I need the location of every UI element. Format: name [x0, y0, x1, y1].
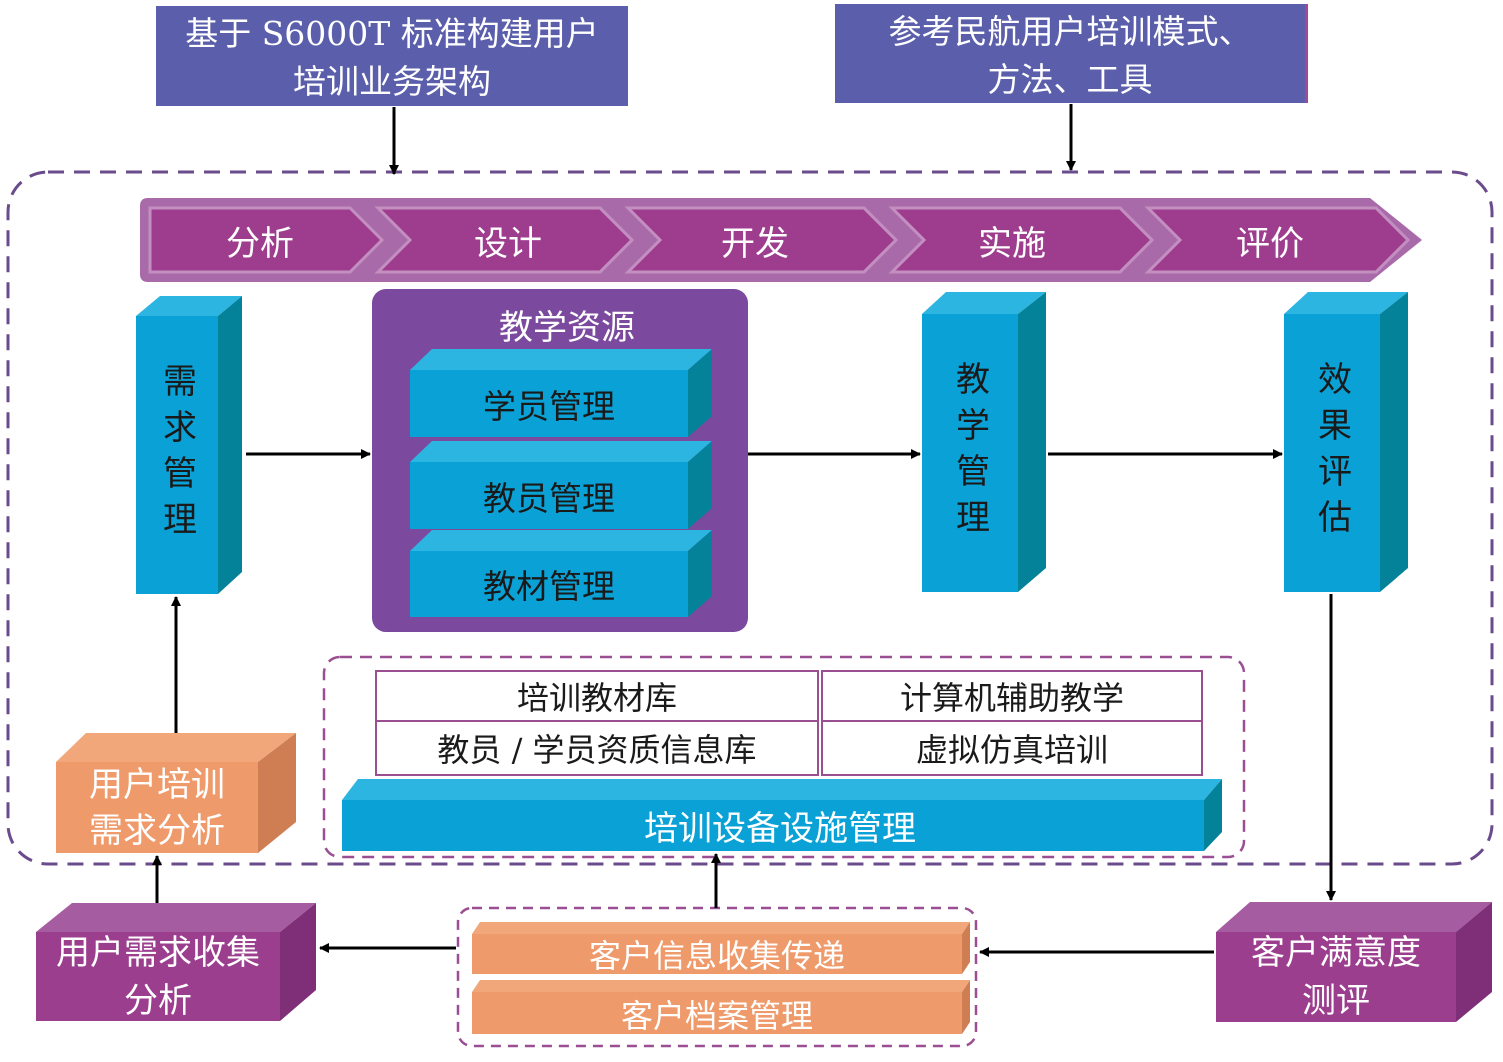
resource-block-2 [410, 441, 712, 529]
collection-line1: 用户需求收集 [56, 932, 260, 973]
resources-title: 教学资源 [499, 307, 635, 348]
teaching-management-label: 教学管理 [949, 361, 990, 545]
customer-archive-bar [472, 980, 970, 1034]
cell-training-materials-library: 培训教材库 [375, 670, 819, 722]
stage-chevron-1 [148, 206, 385, 274]
input-right-line2: 方法、工具 [987, 60, 1153, 99]
evaluation-column [1284, 292, 1408, 592]
cell-computer-aided-instruction: 计算机辅助教学 [821, 670, 1203, 722]
collection-box [36, 903, 316, 1021]
training-needs-box [56, 733, 296, 853]
stage-design: 设计 [474, 223, 542, 264]
collection-label: 用户需求收集 分析 [36, 930, 280, 1023]
input-right-line1: 参考民航用户培训模式、 [888, 12, 1252, 51]
satisfaction-box [1216, 902, 1492, 1022]
input-box-civil-aviation: 参考民航用户培训模式、 方法、工具 [835, 4, 1308, 103]
cell-virtual-simulation-training: 虚拟仿真培训 [821, 720, 1203, 776]
stage-evaluation: 评价 [1236, 223, 1304, 264]
input-box-s6000t: 基于 S6000T 标准构建用户 培训业务架构 [156, 6, 628, 106]
stage-implementation: 实施 [978, 223, 1046, 264]
cell-qualification-database: 教员 / 学员资质信息库 [375, 720, 819, 776]
resource-instructor-management: 教员管理 [483, 478, 615, 518]
training-needs-line1: 用户培训 [89, 764, 225, 805]
satisfaction-label: 客户满意度 测评 [1216, 930, 1456, 1024]
stage-banner [140, 198, 1422, 282]
training-needs-label: 用户培训 需求分析 [56, 762, 258, 853]
stage-chevron-4 [888, 206, 1155, 274]
resource-student-management: 学员管理 [483, 386, 615, 426]
input-left-line1: 基于 S6000T 标准构建用户 [185, 14, 599, 53]
effect-evaluation-label: 效果评估 [1311, 361, 1352, 545]
main-process-container [6, 170, 1494, 866]
customer-info-label: 客户信息收集传递 [588, 937, 845, 975]
resource-block-3 [410, 530, 712, 617]
stage-chevron-2 [374, 206, 635, 274]
training-needs-line2: 需求分析 [89, 810, 225, 851]
stage-chevron-5 [1144, 206, 1411, 274]
facility-bar [342, 779, 1222, 851]
customer-archive-label: 客户档案管理 [620, 997, 813, 1035]
input-left-line2: 培训业务架构 [293, 62, 491, 101]
satisfaction-line1: 客户满意度 [1251, 933, 1421, 973]
stage-analysis: 分析 [226, 223, 294, 264]
infrastructure-container [322, 655, 1246, 859]
stage-development: 开发 [721, 223, 789, 264]
demand-column [136, 296, 242, 594]
resource-material-management: 教材管理 [483, 567, 615, 606]
customer-info-bar [472, 922, 970, 974]
demand-management-label: 需求管理 [156, 363, 197, 547]
satisfaction-line2: 测评 [1302, 981, 1370, 1021]
resource-block-1 [410, 349, 712, 437]
stage-chevron-3 [624, 206, 899, 274]
facility-management-label: 培训设备设施管理 [644, 809, 916, 849]
teaching-column [922, 292, 1046, 592]
collection-line2: 分析 [124, 980, 192, 1021]
